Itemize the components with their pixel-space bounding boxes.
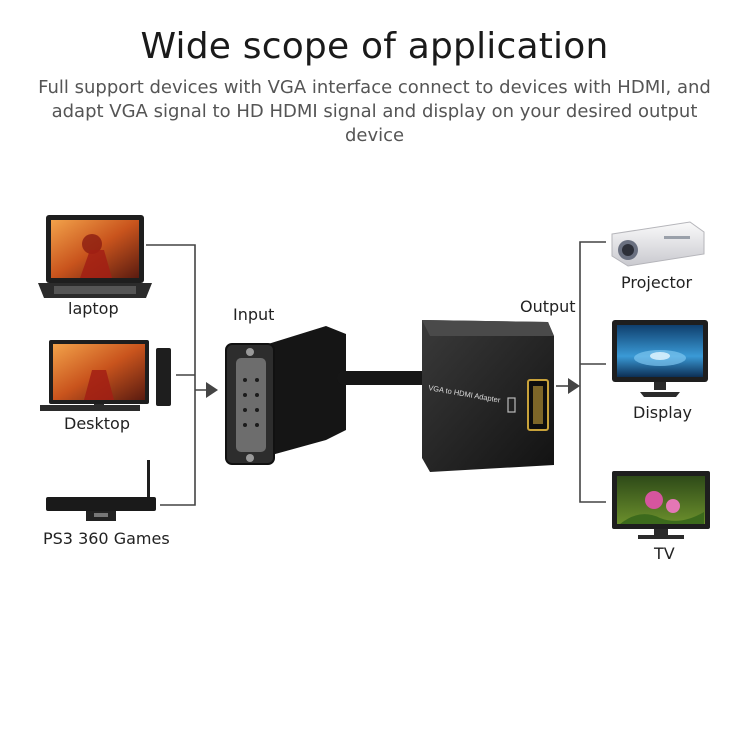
adapter-box-icon — [422, 320, 554, 472]
display-monitor-icon — [612, 320, 708, 397]
input-arrow-icon — [206, 382, 218, 398]
input-section-label: Input — [233, 305, 275, 324]
device-label-desktop: Desktop — [64, 414, 130, 433]
device-label-laptop: laptop — [68, 299, 119, 318]
device-label-display: Display — [633, 403, 692, 422]
tv-icon — [612, 471, 710, 539]
output-arrow-icon — [568, 378, 580, 394]
game-console-icon — [46, 460, 156, 521]
projector-icon — [611, 221, 705, 267]
vga-connector-icon — [225, 326, 346, 465]
page-subtitle: Full support devices with VGA interface … — [38, 77, 711, 146]
output-section-label: Output — [520, 297, 576, 316]
device-label-game-console: PS3 360 Games — [43, 529, 170, 548]
device-label-tv: TV — [654, 544, 675, 563]
output-connector-lines — [556, 241, 606, 503]
page-title: Wide scope of application — [140, 26, 609, 67]
desktop-icon — [40, 340, 171, 411]
laptop-icon — [38, 215, 152, 298]
device-label-projector: Projector — [621, 273, 693, 292]
